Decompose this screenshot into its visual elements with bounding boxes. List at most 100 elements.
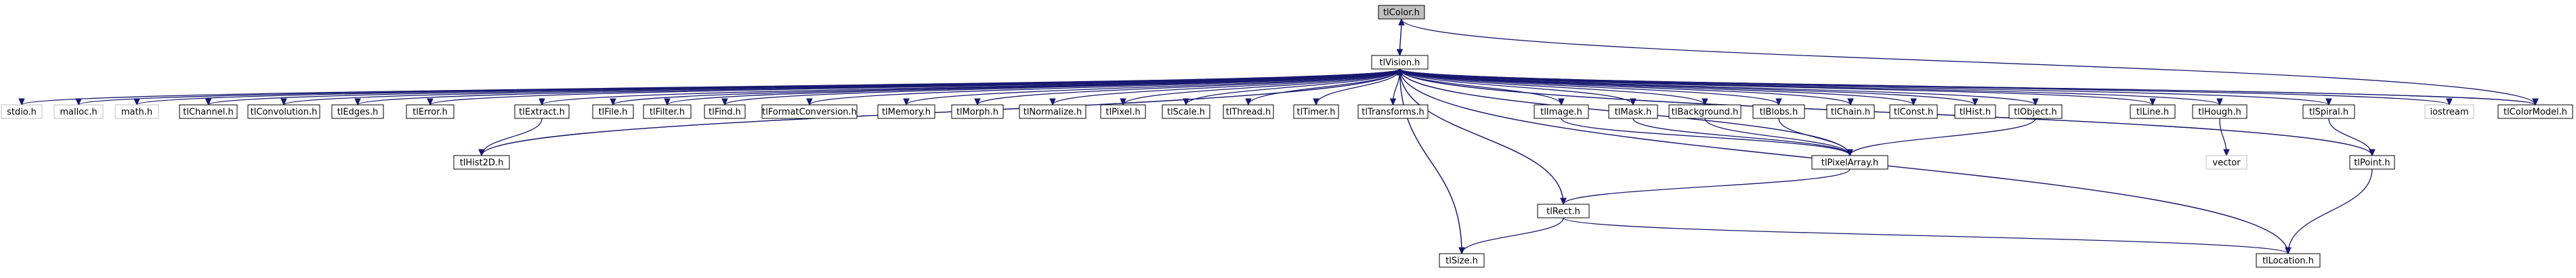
edge-line [1399,68,2036,106]
node-label: tlLine.h [2136,108,2169,118]
edge-arrowhead [1120,98,1126,106]
edge-arrowhead [2216,98,2223,106]
node-tlTimer[interactable]: tlTimer.h [1293,104,1339,119]
node-tlColor[interactable]: tlColor.h [1378,5,1425,20]
node-label: tlPoint.h [2354,158,2390,168]
node-box [1608,104,1658,119]
node-tlMorph[interactable]: tlMorph.h [951,104,1004,119]
node-tlEdges[interactable]: tlEdges.h [331,104,384,119]
node-malloc[interactable]: malloc.h [54,104,104,119]
edge-arrowhead [1313,98,1319,106]
node-label: iostream [2430,108,2468,118]
node-tlPixelArray[interactable]: tlPixelArray.h [1811,155,1888,170]
node-tlChain[interactable]: tlChain.h [1826,104,1875,119]
node-tlSize[interactable]: tlSize.h [1439,253,1485,268]
edge-arrowhead [806,98,813,106]
node-tlVision[interactable]: tlVision.h [1371,55,1429,70]
node-tlBackground[interactable]: tlBackground.h [1668,104,1741,119]
node-label: tlLocation.h [2262,256,2314,267]
node-tlFile[interactable]: tlFile.h [592,104,634,119]
node-tlHist2D[interactable]: tlHist2D.h [453,155,510,170]
node-label: tlEdges.h [337,108,379,118]
node-box [704,104,746,119]
node-label: tlVision.h [1380,58,1420,68]
edge-arrowhead [1910,98,1917,106]
node-label: tlTimer.h [1296,108,1335,118]
node-box [2130,104,2176,119]
node-label: tlNormalize.h [1023,108,1082,118]
edge-arrowhead [205,98,212,106]
edge-arrowhead [610,98,616,106]
node-tlSpiral[interactable]: tlSpiral.h [2302,104,2355,119]
node-tlScale[interactable]: tlScale.h [1162,104,1210,119]
node-box [247,104,320,119]
node-box [1811,155,1888,170]
edge-line [1399,68,2373,156]
edge-line [1399,68,2329,106]
node-tlError[interactable]: tlError.h [406,104,455,119]
node-tlHough[interactable]: tlHough.h [2192,104,2247,119]
node-tlNormalize[interactable]: tlNormalize.h [1019,104,1086,119]
node-tlObject[interactable]: tlObject.h [2008,104,2063,119]
node-label: tlHist.h [1960,108,1991,118]
node-tlBlobs[interactable]: tlBlobs.h [1752,104,1805,119]
node-vector[interactable]: vector [2205,155,2247,170]
edge-tlVision-to-tlPixel [1120,68,1401,106]
node-box [592,104,634,119]
node-label: tlChain.h [1831,108,1870,118]
node-tlConst[interactable]: tlConst.h [1889,104,1938,119]
edge-line [1052,68,1401,106]
node-tlHist[interactable]: tlHist.h [1954,104,1996,119]
edge-line [1122,68,1401,106]
edge-tlRect-to-tlLocation [1563,217,2292,255]
edge-tlVision-to-tlBackground [1399,68,1708,106]
node-tlChannel[interactable]: tlChannel.h [179,104,238,119]
node-tlPoint[interactable]: tlPoint.h [2349,155,2395,170]
node-tlExtract[interactable]: tlExtract.h [514,104,570,119]
node-tlFormatConversion[interactable]: tlFormatConversion.h [761,104,858,119]
edge-arrowhead [1847,98,1854,106]
node-label: tlScale.h [1167,108,1205,118]
edge-arrowhead [1558,98,1565,106]
node-tlImage[interactable]: tlImage.h [1534,104,1589,119]
edge-arrowhead [18,98,25,106]
edge-line [1563,217,2289,254]
node-box [1752,104,1805,119]
node-label: tlFind.h [709,108,741,118]
node-label: tlFile.h [599,108,628,118]
node-tlMemory[interactable]: tlMemory.h [877,104,935,119]
node-tlFilter[interactable]: tlFilter.h [643,104,692,119]
node-tlPixel[interactable]: tlPixel.h [1100,104,1146,119]
node-tlMask[interactable]: tlMask.h [1608,104,1658,119]
edge-arrowhead [2149,98,2156,106]
node-math[interactable]: math.h [114,104,159,119]
node-box [761,104,858,119]
node-box [877,104,935,119]
edge-arrowhead [1775,98,1782,106]
node-stdio[interactable]: stdio.h [1,104,43,119]
edge-line [1849,118,2036,156]
node-tlFind[interactable]: tlFind.h [704,104,746,119]
edge-line [2287,168,2373,254]
node-iostream[interactable]: iostream [2424,104,2474,119]
edge-arrowhead [2532,98,2539,106]
edge-tlVision-to-tlHough [1399,68,2223,106]
node-tlLine[interactable]: tlLine.h [2130,104,2176,119]
node-tlLocation[interactable]: tlLocation.h [2256,253,2321,268]
node-box [1223,104,1274,119]
node-tlRect[interactable]: tlRect.h [1537,204,1590,218]
node-tlThread[interactable]: tlThread.h [1223,104,1274,119]
node-tlConvolution[interactable]: tlConvolution.h [247,104,320,119]
edge-line [1399,68,1976,106]
node-tlTransforms[interactable]: tlTransforms.h [1357,104,1429,119]
node-tlColorModel[interactable]: tlColorModel.h [2497,104,2573,119]
edge-line [1399,68,1706,106]
node-box [1439,253,1485,268]
edge-arrowhead [280,98,287,106]
edge-arrowhead [75,98,82,106]
edge-line [1399,68,1779,106]
edge-arrowhead [1398,18,1405,26]
edge-arrowhead [1702,98,1708,106]
edge-arrowhead [1396,68,1403,76]
